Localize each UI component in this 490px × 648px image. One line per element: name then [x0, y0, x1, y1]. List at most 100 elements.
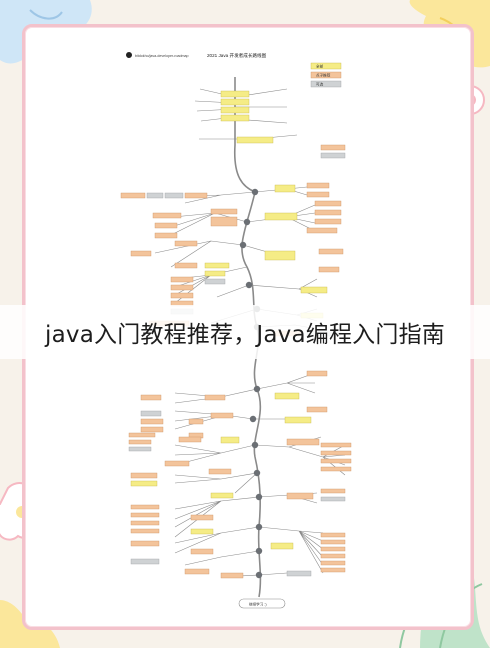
- roadmap-title: 2021 Java 开发者成长路线图: [207, 52, 267, 59]
- topic-box: [320, 496, 346, 502]
- topic-box: [306, 227, 338, 234]
- topic-box: [130, 520, 160, 526]
- spine-node: [245, 281, 253, 289]
- topic-box: [204, 394, 226, 401]
- legend: 全部 点子推荐 可选: [310, 62, 342, 88]
- topic-box: [170, 292, 194, 299]
- topic-box: [300, 286, 328, 294]
- topic-box: [190, 548, 214, 555]
- topic-box: [120, 192, 146, 199]
- topic-box: [286, 438, 320, 446]
- topic-box: [274, 184, 296, 193]
- topic-box: [320, 442, 352, 448]
- topic-box: [204, 270, 226, 277]
- spine-node: [251, 188, 259, 196]
- topic-box: [320, 488, 346, 494]
- legend-label-1: 全部: [316, 64, 324, 69]
- topic-box: [210, 412, 234, 419]
- topic-box: [220, 106, 250, 114]
- legend-label-3: 可选: [316, 82, 324, 87]
- topic-box: [320, 560, 346, 566]
- topic-box: [130, 528, 160, 534]
- roadmap-footer: 继续学习 :): [238, 598, 286, 609]
- topic-box: [128, 439, 152, 445]
- topic-box: [286, 570, 312, 577]
- topic-box: [314, 200, 342, 207]
- topic-box: [220, 98, 250, 106]
- topic-box: [130, 512, 160, 518]
- topic-box: [178, 436, 202, 443]
- topic-box: [130, 250, 152, 257]
- topic-box: [140, 410, 162, 417]
- topic-box: [264, 250, 296, 261]
- topic-box: [306, 406, 328, 413]
- topic-box: [320, 532, 346, 538]
- overlay-title: java入门教程推荐，Java编程入门指南: [45, 322, 445, 348]
- topic-box: [314, 218, 342, 225]
- topic-box: [190, 514, 214, 521]
- legend-label-2: 点子推荐: [316, 73, 331, 78]
- spine-node: [255, 523, 263, 531]
- topic-box: [190, 528, 214, 535]
- spine-node: [255, 493, 263, 501]
- topic-box: [140, 418, 164, 425]
- topic-box: [188, 418, 204, 425]
- topic-box: [130, 472, 158, 479]
- topic-box: [210, 208, 238, 215]
- spine-node: [243, 218, 251, 226]
- topic-box: [320, 539, 346, 545]
- topic-box: [170, 276, 194, 283]
- spine-node: [255, 547, 263, 555]
- topic-box: [164, 460, 190, 467]
- topic-box: [204, 278, 226, 285]
- topic-box: [306, 182, 330, 189]
- topic-box: [130, 540, 160, 547]
- branch-lines: [154, 88, 346, 578]
- topic-box: [152, 212, 182, 219]
- topic-box: [170, 284, 194, 291]
- topic-box: [220, 572, 244, 579]
- topic-box: [154, 222, 178, 229]
- topic-box: [130, 558, 160, 565]
- topic-box: [306, 191, 330, 198]
- topic-box: [128, 432, 156, 438]
- topic-box: [154, 232, 178, 239]
- topic-box: [140, 426, 164, 433]
- topic-box: [184, 568, 210, 575]
- topic-box: [284, 416, 312, 424]
- topic-box: [130, 504, 160, 510]
- topic-box: [320, 458, 352, 464]
- footer-pill: [238, 598, 286, 609]
- topic-box: [164, 192, 184, 199]
- topic-box: [220, 114, 250, 122]
- spine-node: [253, 385, 261, 393]
- topic-box: [320, 450, 352, 456]
- topic-box: [274, 392, 300, 400]
- legend-swatch-orange: [310, 71, 342, 79]
- legend-swatch-yellow: [310, 62, 342, 70]
- topic-box: [306, 370, 328, 377]
- topic-box: [146, 192, 164, 199]
- topic-box: [320, 152, 346, 159]
- topic-box: [184, 192, 208, 199]
- spine-node: [239, 241, 247, 249]
- topic-box: [204, 262, 230, 269]
- topic-box: [320, 466, 352, 472]
- repo-label: bitdokho/java-developer-roadmap: [135, 54, 189, 58]
- topic-box: [210, 492, 234, 499]
- topic-box: [270, 542, 294, 550]
- topic-box: [174, 240, 198, 247]
- topic-box: [130, 480, 158, 487]
- topic-box: [318, 248, 344, 255]
- roadmap-header: bitdokho/java-developer-roadmap 2021 Jav…: [126, 52, 267, 59]
- topic-box: [210, 216, 238, 227]
- github-icon: [126, 52, 132, 58]
- footer-label: 继续学习 :): [249, 601, 267, 606]
- topic-box: [318, 266, 340, 273]
- spine-node: [251, 441, 259, 449]
- topic-box: [314, 209, 342, 216]
- spine-node: [249, 415, 257, 423]
- topic-box: [220, 90, 250, 98]
- topic-box: [320, 567, 346, 573]
- topic-box: [320, 553, 346, 559]
